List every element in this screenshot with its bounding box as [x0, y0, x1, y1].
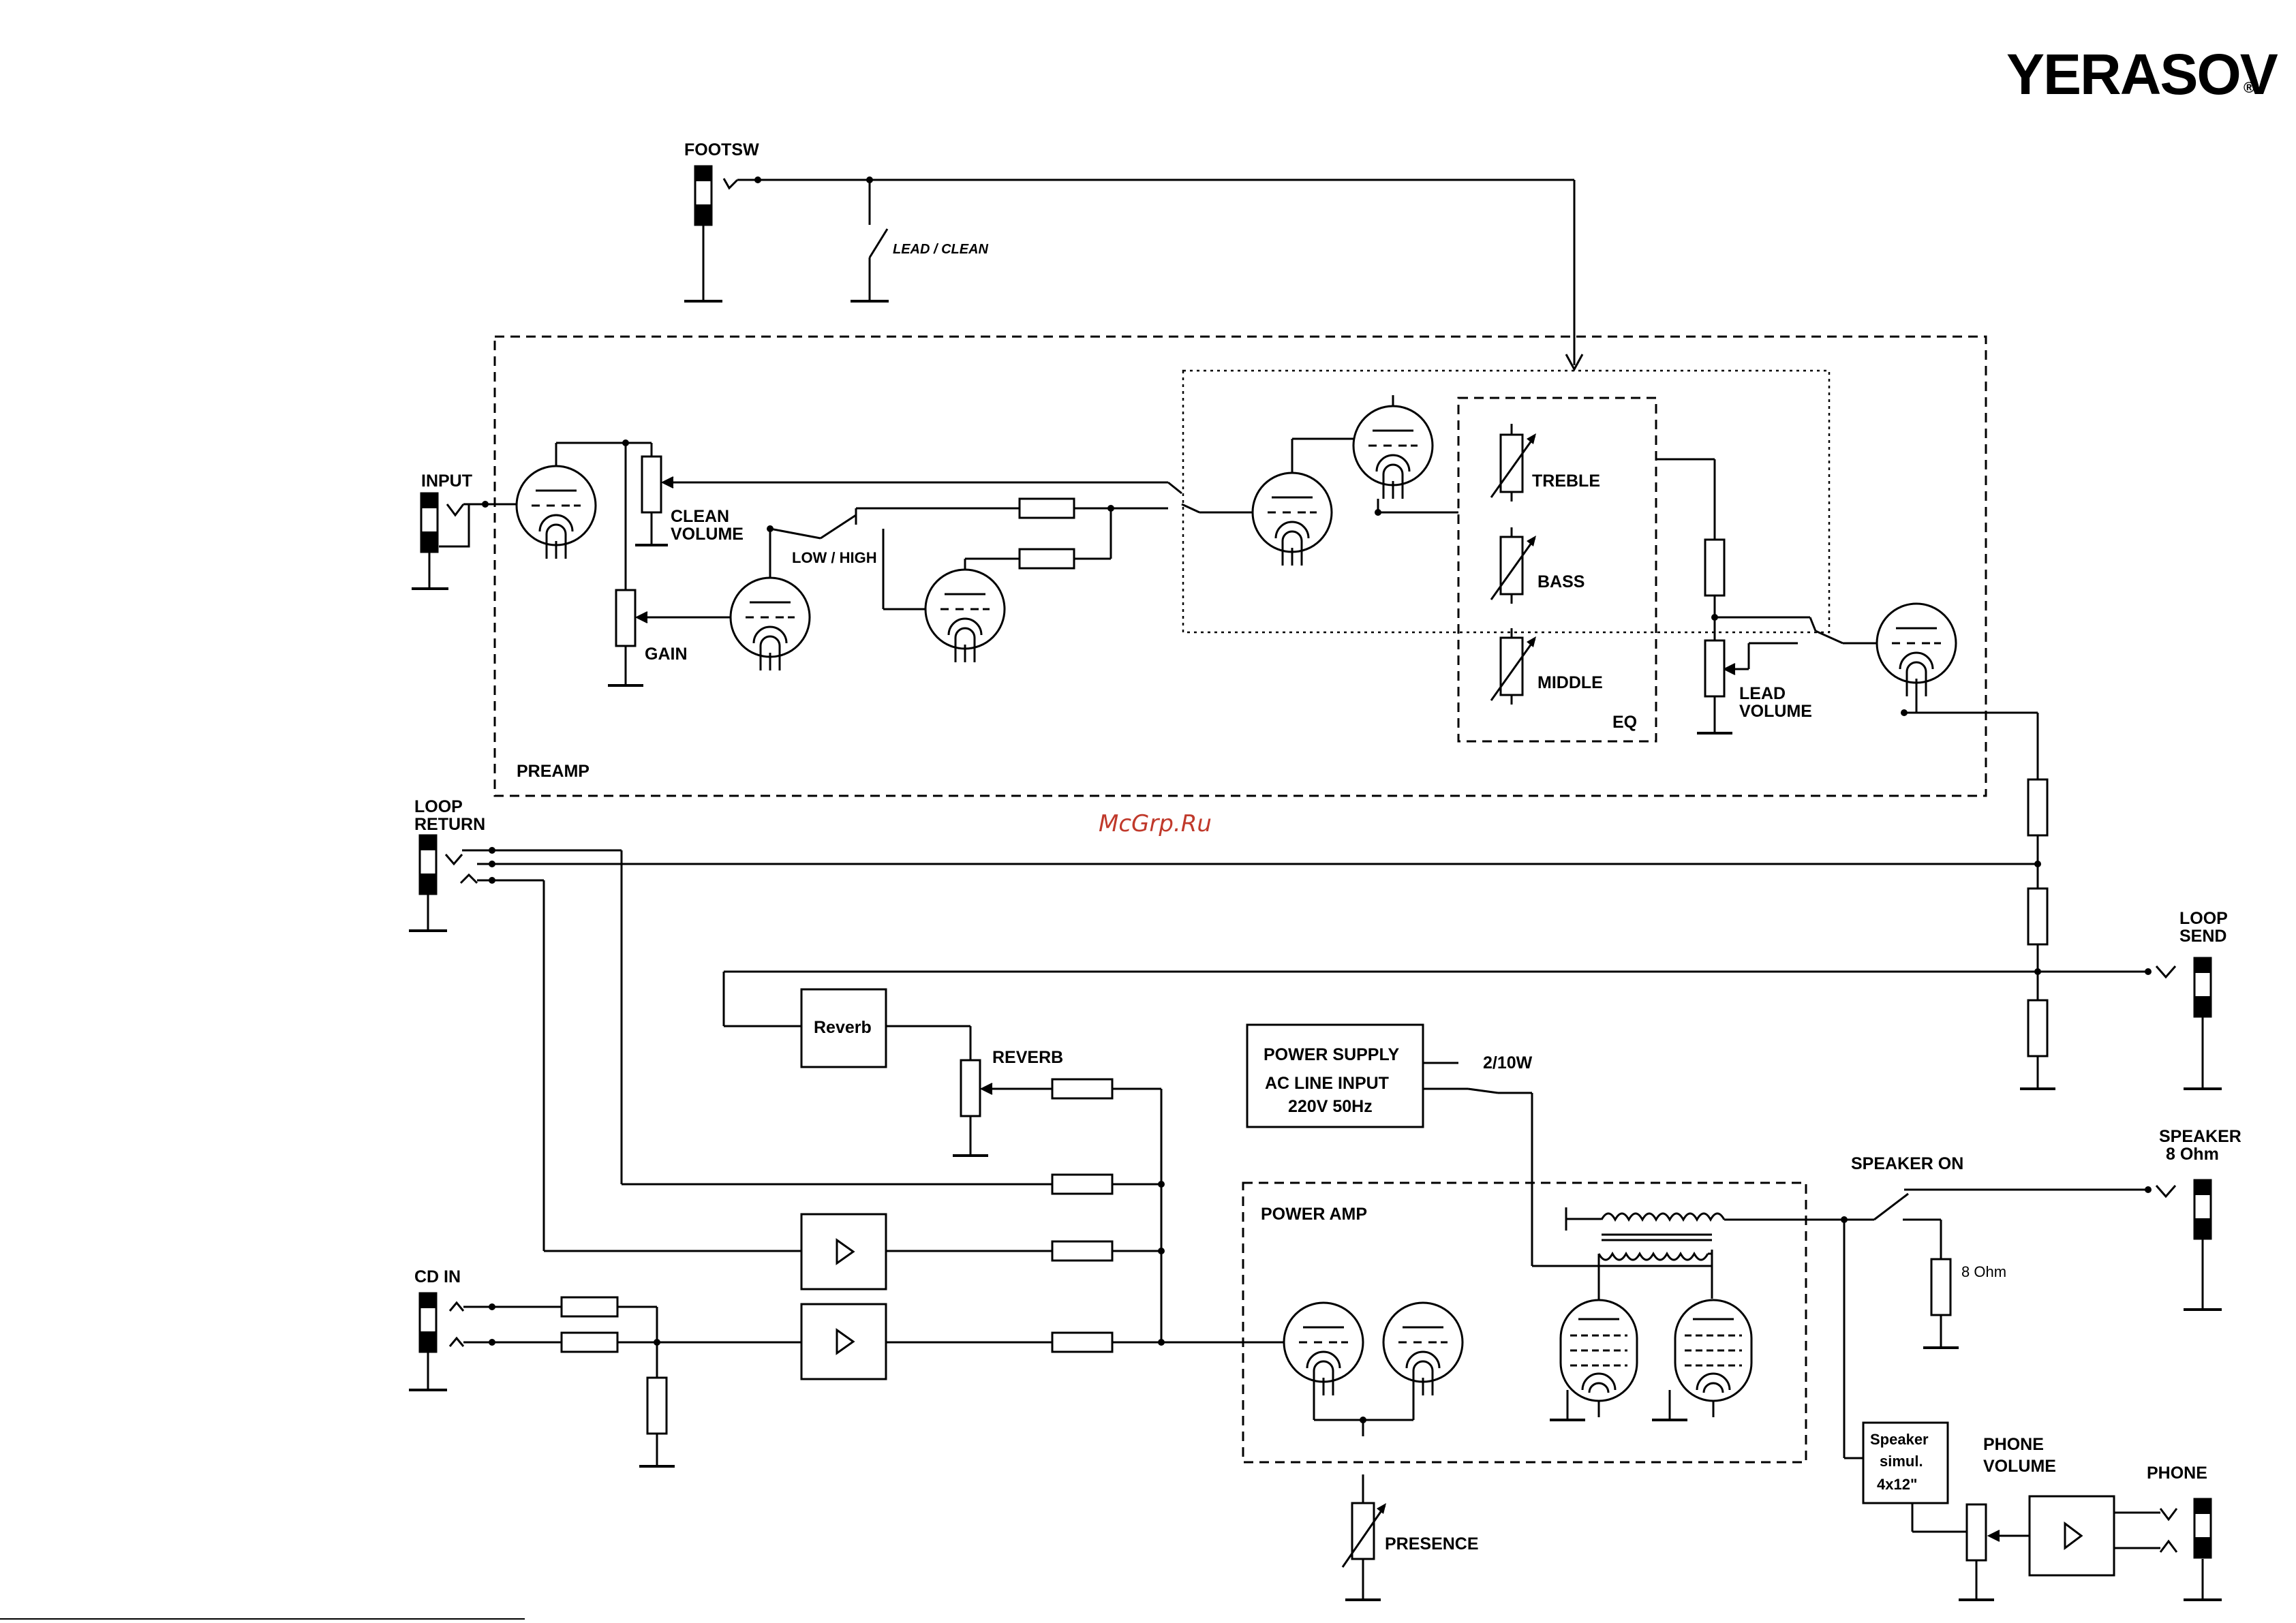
preamp-title: PREAMP: [517, 762, 590, 781]
power-amp-title: POWER AMP: [1261, 1205, 1367, 1224]
power-supply-line-1: POWER SUPPLY: [1264, 1045, 1399, 1064]
lead-volume-label-2: VOLUME: [1739, 702, 1812, 721]
bass-label: BASS: [1537, 572, 1585, 591]
reverb-block-label: Reverb: [814, 1018, 872, 1037]
gain-triode-2: [925, 570, 1005, 662]
presence-control: [1343, 1474, 1386, 1600]
brand-registered-mark: ®: [2244, 79, 2254, 96]
reverb-pot-label: REVERB: [992, 1048, 1063, 1067]
gain-pot: [616, 590, 635, 646]
power-supply-line-2: AC LINE INPUT: [1265, 1074, 1389, 1093]
eq-title: EQ: [1612, 713, 1637, 732]
footswitch-jack: [695, 166, 711, 225]
load-resistor-label: 8 Ohm: [1961, 1263, 2006, 1280]
speaker-output-wiring: [1802, 1186, 2222, 1458]
lead-volume-label-1: LEAD: [1739, 684, 1786, 703]
middle-label: MIDDLE: [1537, 673, 1603, 692]
cd-in-jack: [420, 1293, 436, 1352]
speaker-sim-line-1: Speaker: [1870, 1431, 1929, 1448]
treble-control: [1491, 424, 1536, 501]
phase-inverter-triode-1: [1284, 1303, 1363, 1395]
treble-label: TREBLE: [1532, 472, 1600, 491]
phone-jack: [2194, 1499, 2211, 1558]
gain-label: GAIN: [645, 645, 688, 664]
footswitch-label: FOOTSW: [684, 140, 759, 159]
phone-label: PHONE: [2147, 1464, 2207, 1483]
v6-wiring: [1901, 696, 2055, 1089]
speaker-out-label-1: SPEAKER: [2159, 1127, 2241, 1146]
loop-return-label-2: RETURN: [414, 815, 485, 834]
lead-triode-1: [1253, 473, 1332, 566]
phase-inverter-wiring: [1314, 1395, 1413, 1436]
input-label: INPUT: [421, 472, 472, 491]
loop-buffer: [801, 1214, 886, 1289]
phase-inverter-triode-2: [1383, 1303, 1463, 1395]
clean-volume-pot: [642, 457, 661, 512]
watermark: McGrp.Ru: [1099, 810, 1212, 837]
cd-in-label: CD IN: [414, 1267, 461, 1286]
gain-triode-1: [731, 578, 810, 670]
input-triode: [517, 466, 596, 559]
speaker-sim-line-3: 4x12": [1877, 1476, 1917, 1493]
output-triode: [1877, 604, 1956, 696]
phone-volume-label-2: VOLUME: [1983, 1457, 2056, 1476]
lead-clean-switch-label: LEAD / CLEAN: [893, 242, 989, 257]
cd-in-wiring: [409, 1297, 801, 1466]
gain-resistor-1: [1020, 499, 1074, 518]
speaker-sim-line-2: simul.: [1880, 1453, 1923, 1470]
phone-volume-label-1: PHONE: [1983, 1435, 2044, 1454]
cd-buffer: [801, 1304, 886, 1379]
power-pentode-2: [1675, 1300, 1751, 1401]
speaker-on-label: SPEAKER ON: [1851, 1154, 1963, 1173]
loop-return-wiring: [409, 847, 2038, 1251]
power-supply-line-3: 220V 50Hz: [1288, 1097, 1373, 1116]
buffer-wiring: [886, 1251, 1052, 1342]
power-pentode-1: [1561, 1300, 1637, 1401]
lead-triode-2: [1353, 406, 1433, 499]
presence-label: PRESENCE: [1385, 1534, 1479, 1554]
loop-send-label-1: LOOP: [2179, 909, 2228, 928]
loop-return-jack: [420, 835, 436, 894]
loop-send-wiring: [724, 966, 2222, 1089]
preamp-boundary: [495, 337, 1986, 796]
speaker-out-label-2: 8 Ohm: [2166, 1145, 2219, 1164]
brand-logo: YERASOV: [2006, 42, 2278, 106]
input-jack: [421, 493, 438, 552]
low-high-switch-label: LOW / HIGH: [792, 549, 877, 566]
loop-send-label-2: SEND: [2179, 927, 2226, 946]
reverb-wiring: [886, 1026, 1284, 1352]
gain-resistor-2: [1020, 549, 1074, 568]
power-switch-label: 2/10W: [1483, 1053, 1533, 1072]
phone-amp-block: [2030, 1496, 2114, 1575]
bass-control: [1491, 527, 1536, 604]
lead-volume-pot: [1705, 640, 1724, 696]
footswitch-wiring: [684, 176, 1582, 369]
middle-control: [1491, 628, 1536, 705]
loop-send-jack: [2194, 958, 2211, 1017]
power-switch-wiring: [1423, 1063, 1712, 1299]
speaker-out-jack: [2194, 1180, 2211, 1239]
clean-volume-label-2: VOLUME: [671, 525, 744, 544]
clean-volume-label-1: CLEAN: [671, 507, 729, 526]
loop-return-label-1: LOOP: [414, 797, 463, 816]
